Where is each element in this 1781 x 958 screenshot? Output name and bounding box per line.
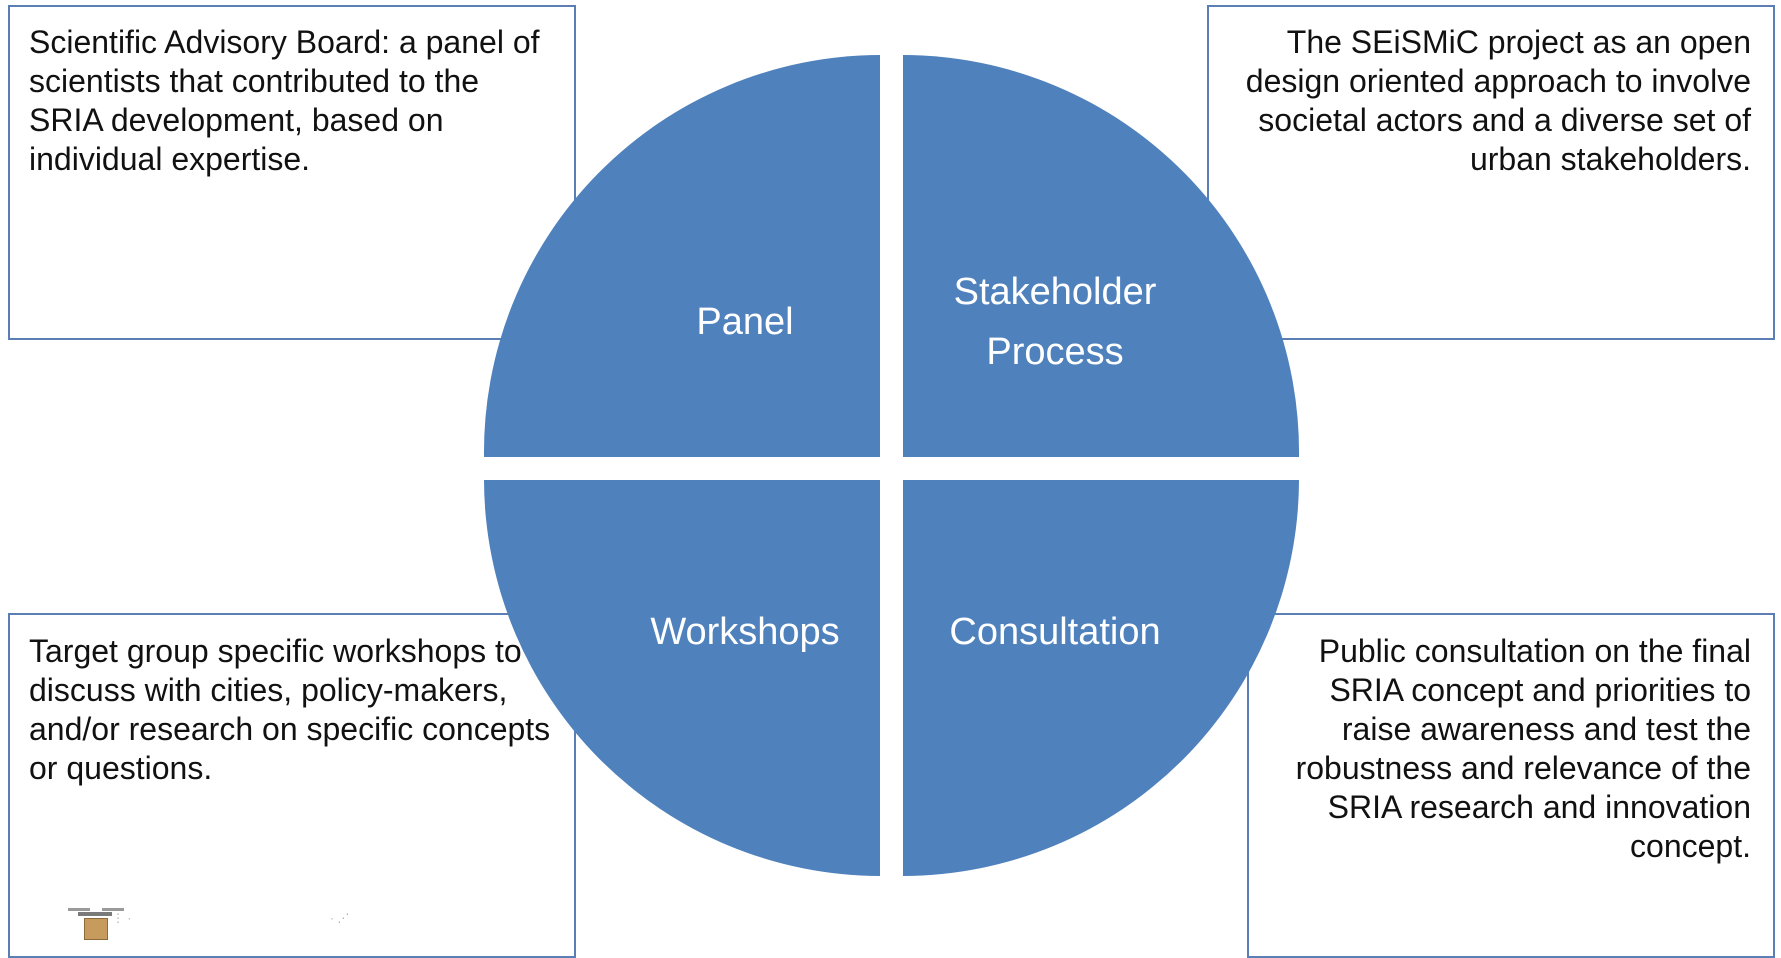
workshops-description-box: Target group specific workshops to discu…: [8, 613, 576, 958]
consultation-description-text: Public consultation on the final SRIA co…: [1295, 633, 1751, 864]
drone-parcel-icon: [60, 900, 130, 946]
consultation-label: Consultation: [949, 611, 1161, 653]
workshops-description-text: Target group specific workshops to discu…: [29, 633, 551, 786]
panel-description-box: Scientific Advisory Board: a panel of sc…: [8, 5, 576, 340]
panel-quadrant: [483, 55, 880, 457]
stakeholder-label: Stakeholder Process: [920, 262, 1190, 382]
stakeholder-description-text: The SEiSMiC project as an open design or…: [1245, 24, 1751, 177]
stakeholder-label-line2: Process: [986, 331, 1124, 373]
stakeholder-label-line1: Stakeholder: [953, 271, 1157, 313]
consultation-quadrant: [903, 480, 1299, 876]
consultation-description-box: Public consultation on the final SRIA co…: [1247, 613, 1775, 958]
speck-decoration: · ⋰: [330, 911, 350, 925]
speck-decoration: ⋮ ·: [112, 911, 132, 925]
stakeholder-quadrant: [903, 55, 1300, 457]
workshops-label: Workshops: [650, 611, 840, 653]
workshops-quadrant: [484, 480, 880, 876]
panel-description-text: Scientific Advisory Board: a panel of sc…: [29, 24, 540, 177]
stakeholder-description-box: The SEiSMiC project as an open design or…: [1207, 5, 1775, 340]
panel-label: Panel: [696, 301, 794, 343]
